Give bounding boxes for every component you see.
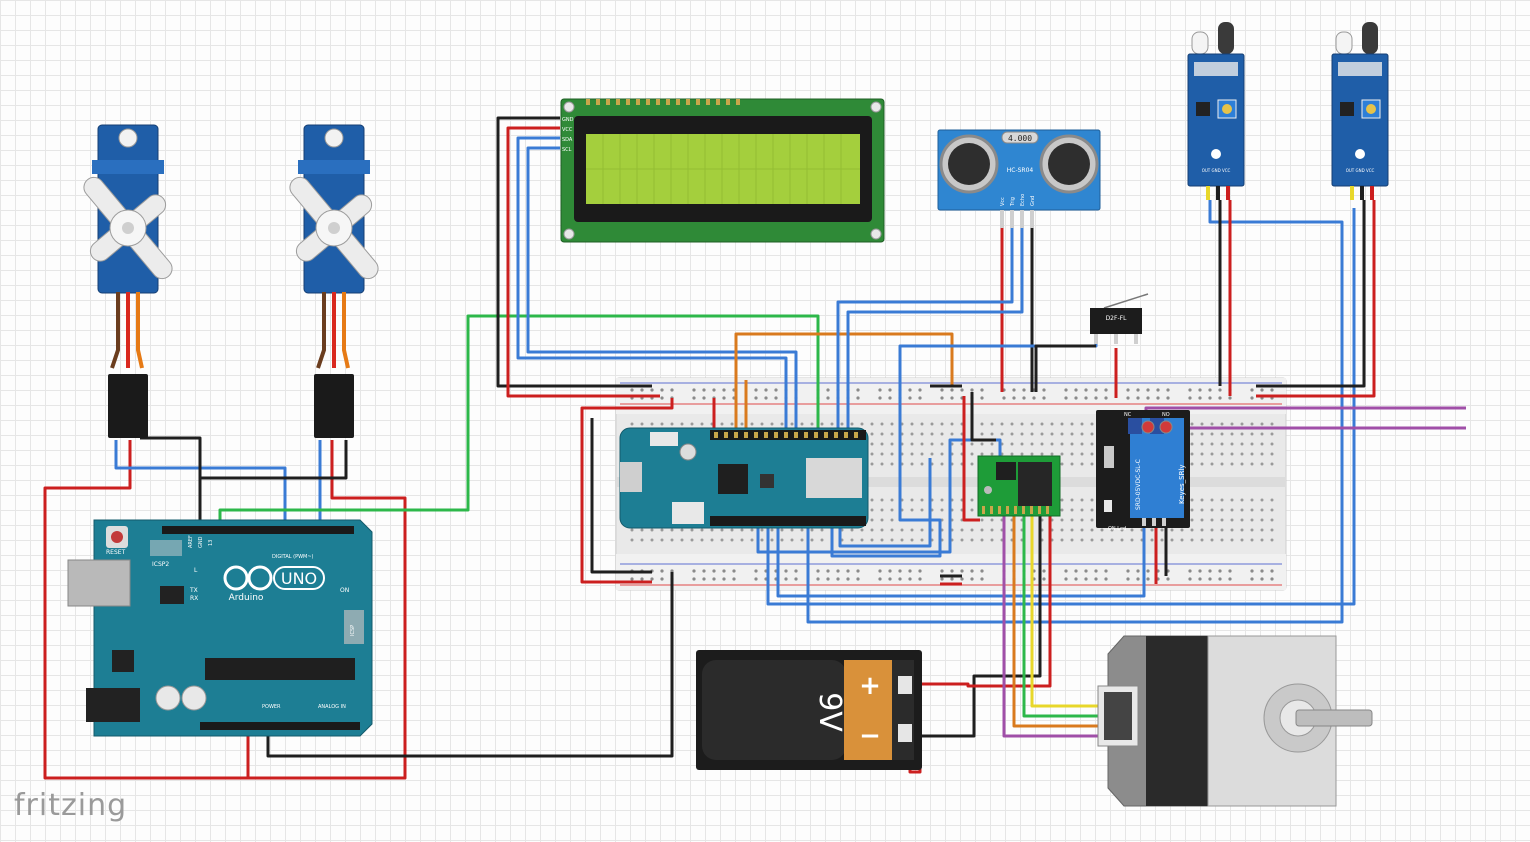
gnd-pin-label: GND bbox=[198, 536, 204, 548]
rx-label: RX bbox=[190, 595, 198, 602]
lcd-pin-vcc: VCC bbox=[562, 127, 573, 133]
relay-module[interactable]: NC NO SRD-05VDC-SL-C Keyes_SRly ON Led bbox=[1096, 410, 1190, 532]
relay-no-label: NO bbox=[1162, 412, 1170, 418]
battery-plus-label: + bbox=[859, 671, 881, 701]
us-pin-gnd: Gnd bbox=[1030, 196, 1036, 206]
ultrasonic-sensor[interactable]: 4.000 HC-SR04 Vcc Trig Echo Gnd bbox=[937, 129, 1101, 228]
relay-nc-label: NC bbox=[1124, 412, 1132, 418]
lcd-pin-scl: SCL bbox=[562, 147, 572, 153]
icsp2-label: ICSP2 bbox=[152, 561, 169, 568]
relay-brand-label: Keyes_SRly bbox=[1178, 464, 1186, 504]
arduino-uno-board[interactable]: UNO Arduino RESET ICSP2 DIGITAL (PWM~) O… bbox=[67, 519, 373, 737]
uno-logo-text: UNO bbox=[281, 569, 317, 588]
us-pin-vcc: Vcc bbox=[1000, 197, 1006, 206]
wires bbox=[43, 116, 1466, 780]
limit-switch-label: D2F-FL bbox=[1106, 315, 1128, 322]
relay-model-label: SRD-05VDC-SL-C bbox=[1135, 459, 1142, 510]
relay-on-led-label: ON Led bbox=[1108, 526, 1126, 532]
servo-motor-right[interactable] bbox=[258, 124, 409, 438]
limit-switch[interactable]: D2F-FL bbox=[1090, 293, 1149, 344]
stepper-driver-board[interactable] bbox=[977, 455, 1061, 517]
lcd-pin-sda: SDA bbox=[562, 137, 573, 143]
lcd-display-16x2[interactable]: GND VCC SDA SCL bbox=[560, 98, 885, 243]
power-label: POWER bbox=[262, 704, 281, 710]
hcsr04-model-label: HC-SR04 bbox=[1007, 167, 1034, 174]
ir-left-pins-label: OUT GND VCC bbox=[1202, 168, 1231, 173]
servo-motor-left[interactable] bbox=[52, 124, 203, 438]
arduino-mkr-board[interactable] bbox=[619, 427, 869, 529]
tx-label: TX bbox=[189, 587, 198, 594]
digital-label: DIGITAL (PWM~) bbox=[272, 554, 314, 560]
aref-label: AREF bbox=[188, 535, 194, 548]
ir-sensor-left[interactable]: OUT GND VCC bbox=[1187, 22, 1245, 200]
battery-9v[interactable]: 9V + − bbox=[696, 650, 922, 770]
pin13-label: 13 bbox=[208, 540, 214, 546]
icsp-label: ICSP bbox=[350, 625, 356, 636]
analog-in-label: ANALOG IN bbox=[318, 704, 346, 710]
lcd-pin-gnd: GND bbox=[562, 117, 574, 123]
battery-minus-label: − bbox=[859, 721, 881, 751]
on-label: ON bbox=[340, 587, 349, 594]
ir-sensor-right[interactable]: OUT GND VCC bbox=[1331, 22, 1389, 200]
fritzing-logo: fritzing bbox=[14, 788, 128, 823]
crystal-label: 4.000 bbox=[1008, 134, 1032, 143]
stepper-motor[interactable] bbox=[1097, 635, 1373, 807]
battery-voltage-label: 9V bbox=[812, 692, 847, 732]
arduino-brand-text: Arduino bbox=[229, 593, 264, 603]
l-label: L bbox=[194, 567, 198, 574]
reset-label: RESET bbox=[106, 549, 126, 556]
ir-right-pins-label: OUT GND VCC bbox=[1346, 168, 1375, 173]
us-pin-echo: Echo bbox=[1020, 194, 1026, 206]
us-pin-trig: Trig bbox=[1010, 197, 1016, 207]
